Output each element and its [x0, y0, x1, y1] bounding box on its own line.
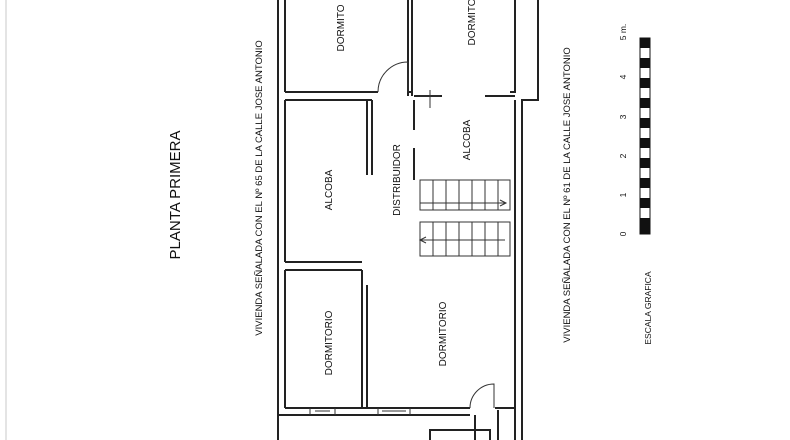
room-label-dormitorio-bottom-left: DORMITORIO [324, 310, 335, 375]
scale-title: ESCALA GRAFICA [643, 271, 653, 345]
room-label-dormitorio-bottom-right: DORMITORIO [438, 301, 449, 366]
scale-tick-label: 2 [618, 153, 628, 158]
staircase [418, 179, 511, 257]
scale-bar-segment [640, 58, 650, 68]
building-walls [277, 0, 539, 440]
scale-bar-segment [640, 38, 650, 48]
scale-bar-segment [640, 218, 650, 234]
scale-tick-label: 5 m. [618, 24, 628, 41]
scale-bar-segment [640, 98, 650, 108]
scale-tick-label: 0 [618, 231, 628, 236]
scale-bar-segment [640, 178, 650, 188]
scale-bar-segment [640, 118, 650, 128]
room-label-distribuidor: DISTRIBUIDOR [392, 144, 403, 216]
doors [377, 61, 495, 409]
scale-bar-segment [640, 78, 650, 88]
scale-tick-label: 1 [618, 192, 628, 197]
windows [309, 408, 411, 415]
plan-title: PLANTA PRIMERA [167, 131, 184, 260]
room-label-dormitorio-top-right: DORMITO [467, 0, 478, 46]
scale-tick-label: 4 [618, 74, 628, 79]
room-label-dormitorio-top-left: DORMITO [336, 4, 347, 51]
neighbor-label-left: VIVIENDA SEÑALADA CON EL Nº 65 DE LA CAL… [254, 40, 265, 335]
room-label-alcoba-right: ALCOBA [462, 119, 473, 160]
scale-bar-segment [640, 158, 650, 168]
scale-tick-label: 3 [618, 114, 628, 119]
scale-bar-segment [640, 198, 650, 208]
graphic-scale: 0 1 2 3 4 5 m. ESCALA GRAFICA [618, 24, 653, 345]
room-label-alcoba-left: ALCOBA [324, 169, 335, 210]
scale-bar-segment [640, 138, 650, 148]
neighbor-label-right: VIVIENDA SEÑALADA CON EL Nº 61 DE LA CAL… [562, 47, 573, 342]
